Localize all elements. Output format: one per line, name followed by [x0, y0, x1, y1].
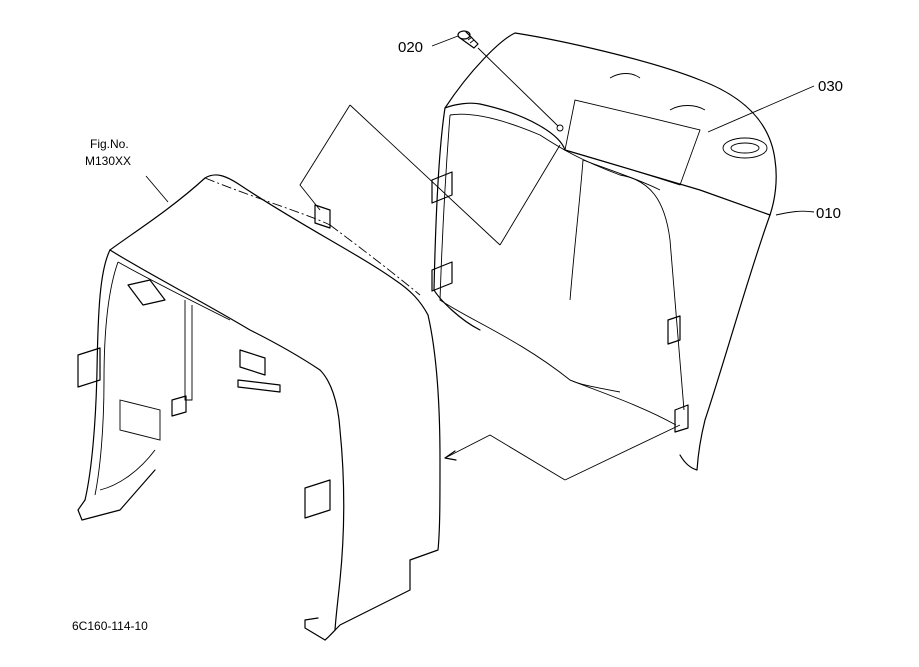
part-number-020[interactable]: 020	[398, 39, 423, 56]
fig-no-label: Fig.No.	[90, 137, 129, 151]
leader-010	[775, 210, 815, 216]
fig-no-value[interactable]: M130XX	[85, 154, 131, 168]
leader-030	[707, 85, 815, 133]
rear-cover-part-010	[431, 32, 777, 471]
assembly-leader-lines	[204, 104, 681, 481]
leader-020	[431, 35, 459, 47]
part-number-010[interactable]: 010	[816, 205, 841, 222]
front-hood-assembly	[77, 174, 441, 641]
leader-fig-no	[145, 175, 169, 203]
part-number-030[interactable]: 030	[818, 78, 843, 95]
bolt-part-020	[457, 30, 559, 127]
drawing-code: 6C160-114-10	[72, 619, 148, 633]
